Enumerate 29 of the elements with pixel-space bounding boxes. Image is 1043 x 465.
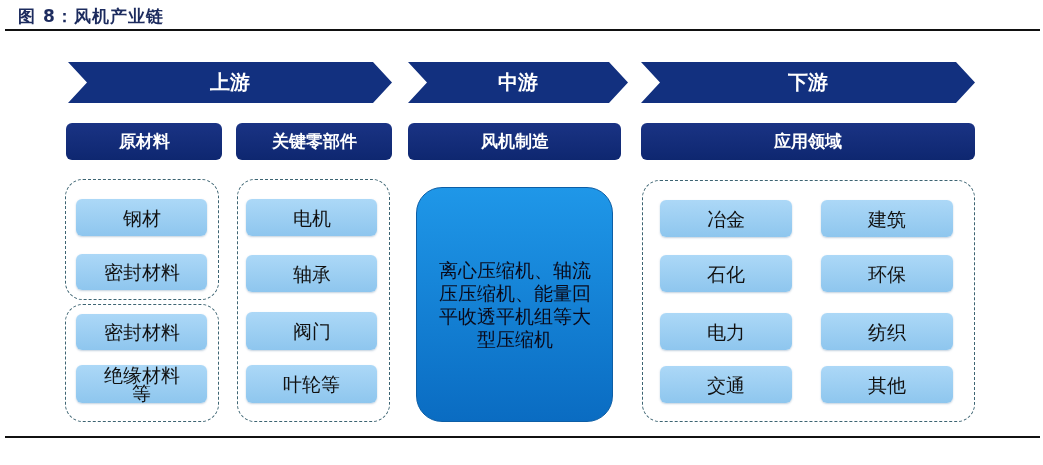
header-box: 应用领域	[641, 123, 975, 160]
item-box: 交通	[660, 366, 793, 404]
item-box: 电机	[246, 199, 378, 237]
item-box: 轴承	[246, 255, 378, 293]
item-box: 纺织	[821, 313, 954, 351]
header-box: 原材料	[66, 123, 222, 160]
item-box: 建筑	[821, 200, 954, 238]
item-box: 密封材料	[76, 314, 208, 351]
dashed-group-box	[65, 179, 219, 300]
item-box: 阀门	[246, 312, 378, 351]
dashed-group-box	[237, 179, 390, 422]
dashed-group-box	[65, 304, 219, 422]
item-box: 石化	[660, 255, 793, 293]
item-box: 其他	[821, 366, 954, 404]
header-box: 风机制造	[408, 123, 621, 160]
chevron-banner: 中游	[408, 62, 628, 103]
item-box: 环保	[821, 255, 954, 293]
chevron-banner: 下游	[641, 62, 975, 103]
figure-title: 图 8：风机产业链	[18, 5, 164, 28]
chevron-banner: 上游	[68, 62, 392, 103]
item-box: 钢材	[76, 199, 208, 237]
dashed-group-box	[642, 180, 975, 422]
header-box: 关键零部件	[236, 123, 392, 160]
item-box: 电力	[660, 313, 793, 351]
item-box: 密封材料	[76, 254, 208, 291]
item-box: 绝缘材料等	[76, 365, 208, 404]
product-box: 离心压缩机、轴流压压缩机、能量回平收透平机组等大型压缩机	[416, 187, 613, 422]
item-box: 冶金	[660, 200, 793, 238]
item-box: 叶轮等	[246, 365, 378, 404]
